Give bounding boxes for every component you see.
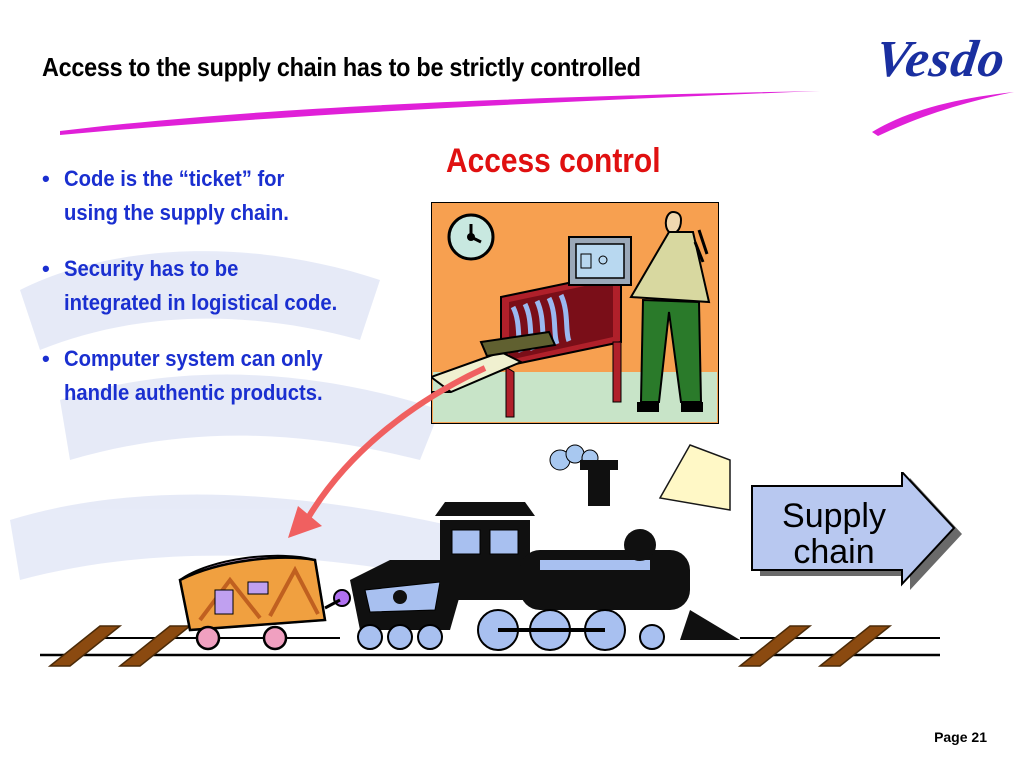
clock-icon	[447, 213, 495, 261]
steam-locomotive-icon	[350, 444, 740, 651]
briefcase-icon	[479, 330, 557, 358]
access-control-heading: Access control	[446, 142, 661, 180]
access-control-illustration	[431, 202, 719, 424]
bullet-item: • Code is the “ticket” for using the sup…	[40, 162, 410, 230]
curved-arrow	[288, 365, 487, 538]
bullet-item: • Security has to be integrated in logis…	[40, 252, 410, 320]
bullet-icon: •	[42, 346, 50, 371]
bullet-list: • Code is the “ticket” for using the sup…	[40, 162, 410, 432]
supply-chain-label-line: Supply	[782, 497, 886, 535]
bullet-icon: •	[42, 256, 50, 281]
bullet-line: using the supply chain.	[64, 200, 289, 225]
bullet-line: Security has to be	[64, 256, 239, 281]
supply-chain-label: Supply chain	[760, 498, 908, 570]
bullet-icon: •	[42, 166, 50, 191]
title-underline-swoosh	[60, 91, 820, 135]
bullet-item: • Computer system can only handle authen…	[40, 342, 410, 410]
logo-swoosh	[872, 92, 1014, 136]
bullet-line: handle authentic products.	[64, 380, 323, 405]
slide-title: Access to the supply chain has to be str…	[42, 52, 641, 82]
background-watermark	[10, 251, 470, 580]
security-guard-icon	[629, 210, 711, 412]
supply-chain-arrow	[751, 472, 962, 590]
train-illustration	[40, 444, 940, 667]
bullet-line: Code is the “ticket” for	[64, 166, 285, 191]
bullet-line: Computer system can only	[64, 346, 323, 371]
freight-wagon-icon	[178, 554, 351, 651]
vesdo-logo: Vesdo	[871, 31, 1010, 88]
bullet-line: integrated in logistical code.	[64, 290, 338, 315]
page-number: Page 21	[934, 729, 987, 745]
supply-chain-label-line: chain	[793, 533, 875, 571]
